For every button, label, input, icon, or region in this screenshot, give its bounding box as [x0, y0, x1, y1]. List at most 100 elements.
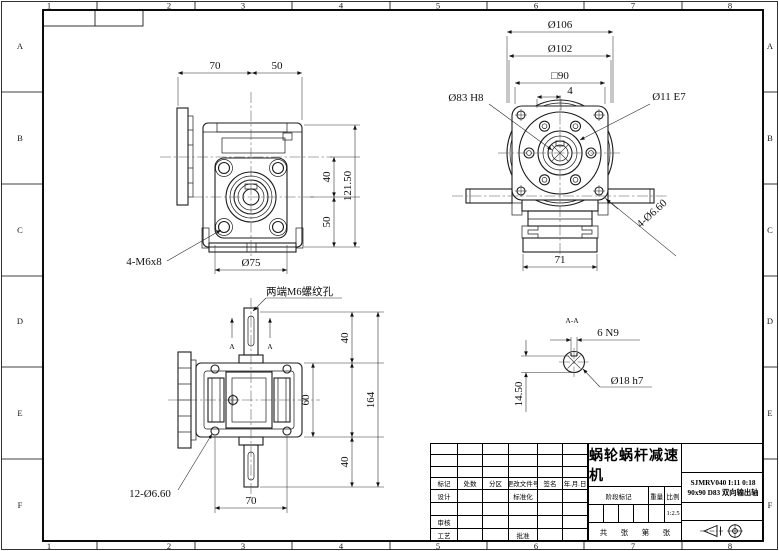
dim-height-overall: 121.50: [342, 170, 354, 201]
dim-body: 60: [300, 394, 312, 406]
svg-text:D: D: [17, 316, 23, 326]
rev-header-sign: 签名: [538, 477, 563, 490]
svg-text:B: B: [17, 133, 23, 143]
approve-label: 批准: [509, 528, 538, 542]
material-cell: [682, 444, 764, 473]
model-cell: SJMRV040 I:11 0:18 90x90 D83 双向输出轴: [682, 473, 764, 503]
svg-text:6: 6: [534, 1, 538, 11]
dim-depth: 14.50: [513, 381, 525, 406]
title-block: 标记 处数 分区 更改文件号 签名 年.月.日 设计 标准化 审核 工艺 批准 …: [430, 443, 764, 542]
process-label: 工艺: [431, 528, 458, 542]
zone-labels-top: 1 2 3 4 5 6 7 8: [47, 1, 732, 11]
svg-text:8: 8: [728, 541, 732, 551]
side-view-geometry: [452, 95, 668, 258]
svg-text:F: F: [18, 500, 23, 510]
top-view: A A 两端M6螺纹孔 60 40 40 164 70 12-Ø6.60: [129, 285, 384, 513]
sheet-count-row: 共 张 第 张: [599, 527, 671, 537]
section-cut-marks: A A: [229, 318, 273, 351]
projection-cell: [682, 521, 764, 540]
zone-labels-bottom: 1 2 3 4 5 6 7 8: [47, 541, 732, 551]
standardization-label: 标准化: [509, 489, 538, 503]
svg-text:1: 1: [47, 541, 51, 551]
dim-shaft-top: 40: [339, 332, 351, 344]
svg-text:5: 5: [436, 541, 440, 551]
stage-label: 阶段标记: [589, 487, 650, 504]
svg-text:3: 3: [241, 541, 245, 551]
accessory-block: [42, 9, 144, 27]
check-label: 审核: [431, 515, 458, 529]
zone-labels-left: A B C D E F: [17, 41, 24, 510]
rev-header-date: 年.月.日: [563, 477, 588, 490]
dim-base-width: 71: [555, 254, 566, 266]
projection-symbol-icon: [700, 523, 743, 538]
model-line1: SJMRV040 I:11 0:18: [690, 478, 756, 488]
title-block-middle: 蜗轮蜗杆减速机 阶段标记 重量 比例 1:2.5 共 张 第 张: [588, 444, 681, 540]
scale-label: 比例: [666, 493, 680, 501]
svg-text:A: A: [17, 41, 24, 51]
front-view: 70 50 40 50 121.50 Ø75 4-M6x8: [126, 60, 360, 274]
scale-value: 1:2.5: [666, 510, 680, 517]
dim-keyway: 6 N9: [597, 327, 619, 339]
dim-width-right: 50: [272, 60, 284, 72]
design-label: 设计: [431, 489, 458, 503]
svg-text:A: A: [767, 41, 774, 51]
rev-cell: [431, 444, 458, 456]
section-label-right: A: [267, 342, 273, 351]
rev-header-count: 处数: [458, 477, 483, 490]
svg-text:B: B: [767, 133, 773, 143]
stage-cells: [589, 505, 650, 522]
label-thread-holes: 两端M6螺纹孔: [266, 285, 334, 298]
dim-hole-span: 70: [246, 495, 258, 507]
section-view-dimensions: 6 N9 Ø18 h7 14.50: [513, 327, 652, 412]
dim-offset: 4: [567, 85, 573, 97]
weight-value: [649, 505, 666, 522]
dim-width-left: 70: [210, 60, 222, 72]
svg-text:7: 7: [631, 1, 635, 11]
front-view-dimensions: 70 50 40 50 121.50 Ø75 4-M6x8: [126, 60, 360, 274]
svg-text:E: E: [767, 408, 772, 418]
dim-flange-dia: Ø102: [548, 43, 572, 55]
top-view-geometry: [168, 298, 320, 498]
dim-shaft: Ø18 h7: [611, 375, 644, 387]
drawing-title: 蜗轮蜗杆减速机: [589, 444, 681, 487]
section-title: A-A: [565, 316, 579, 325]
model-line2: 90x90 D83 双向输出轴: [687, 487, 759, 497]
rev-header-docno: 更改文件号: [509, 477, 538, 490]
section-view: A-A 6 N9 Ø18 h7 14.50: [513, 316, 652, 412]
svg-text:1: 1: [47, 1, 51, 11]
dim-square: □90: [551, 70, 569, 82]
rev-header-mark: 标记: [431, 477, 458, 490]
label-mount-holes: 4-M6x8: [126, 256, 162, 268]
svg-text:4: 4: [339, 541, 344, 551]
revision-table: 标记 处数 分区 更改文件号 签名 年.月.日 设计 标准化 审核 工艺 批准: [431, 444, 588, 542]
svg-text:5: 5: [436, 1, 440, 11]
svg-text:D: D: [767, 316, 773, 326]
label-corner-holes: 4-Ø6.60: [634, 197, 669, 231]
label-mount-holes: 12-Ø6.60: [129, 488, 171, 500]
svg-text:6: 6: [534, 541, 538, 551]
svg-text:F: F: [768, 500, 773, 510]
svg-text:3: 3: [241, 1, 245, 11]
zone-labels-right: A B C D E F: [767, 41, 774, 510]
section-label-left: A: [229, 342, 235, 351]
svg-text:2: 2: [167, 541, 171, 551]
dim-flange-dia: Ø75: [242, 257, 261, 269]
corner-screw-holes: [515, 109, 605, 197]
rev-header-zone: 分区: [483, 477, 509, 490]
dim-overall: 164: [365, 391, 377, 408]
front-view-geometry: [160, 92, 332, 259]
dim-outer-dia: Ø106: [548, 19, 573, 31]
svg-text:2: 2: [167, 1, 171, 11]
svg-text:C: C: [17, 225, 23, 235]
svg-text:E: E: [17, 408, 22, 418]
dim-shaft-bottom: 40: [339, 456, 351, 468]
side-view: Ø106 Ø102 □90 4 Ø83 H8 Ø11 E7 4-Ø6.60 71: [448, 19, 686, 271]
empty-cell: [682, 503, 764, 521]
svg-text:C: C: [767, 225, 773, 235]
svg-text:8: 8: [728, 1, 732, 11]
title-block-right: SJMRV040 I:11 0:18 90x90 D83 双向输出轴: [681, 444, 764, 540]
